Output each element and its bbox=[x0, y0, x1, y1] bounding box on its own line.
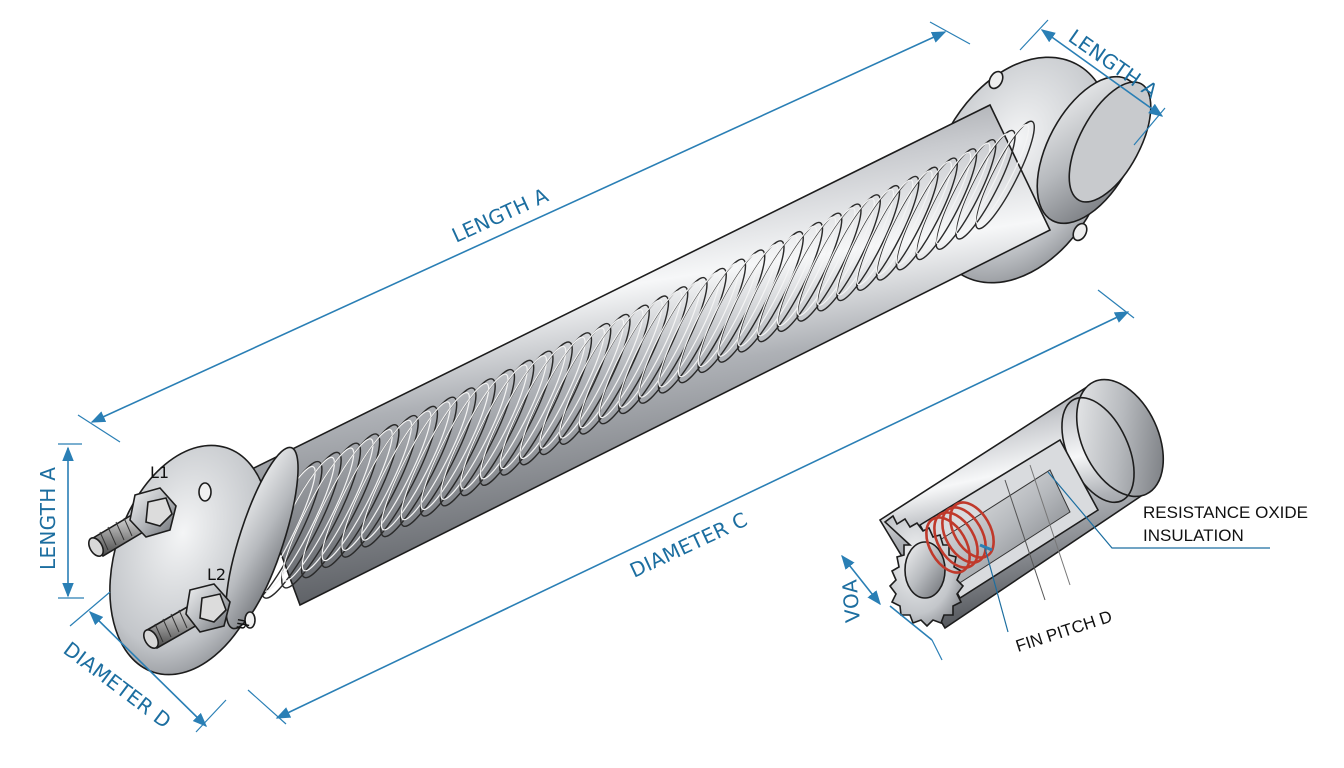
resistance-label-line2: INSULATION bbox=[1143, 526, 1244, 545]
terminal-l1 bbox=[87, 487, 177, 558]
terminal-l1-label: L1 bbox=[150, 463, 169, 482]
resistance-label-line1: RESISTANCE OXIDE bbox=[1143, 503, 1308, 522]
fin-highlight bbox=[955, 133, 1010, 235]
length-top-label: LENGTH A bbox=[448, 183, 552, 248]
voa-label: VOA bbox=[837, 578, 865, 623]
terminal-l2-label: L2 bbox=[207, 565, 226, 584]
dimension-length-left: LENGTH A bbox=[36, 443, 84, 599]
dimension-voa: VOA bbox=[837, 554, 943, 661]
cutaway-detail bbox=[878, 378, 1165, 630]
left-flange bbox=[109, 444, 299, 676]
finned-heater: L1 L2 ψ bbox=[87, 56, 1152, 676]
fin-pitch-label: FIN PITCH D bbox=[1013, 607, 1114, 656]
diameter-c-label: DIAMETER C bbox=[626, 507, 751, 582]
flange-mark: ψ bbox=[230, 617, 251, 631]
fin bbox=[955, 129, 1016, 240]
length-left-label: LENGTH A bbox=[36, 467, 60, 570]
callout-resistance: RESISTANCE OXIDE INSULATION bbox=[1047, 471, 1308, 549]
fin-highlight bbox=[974, 124, 1030, 224]
fin bbox=[975, 120, 1035, 230]
